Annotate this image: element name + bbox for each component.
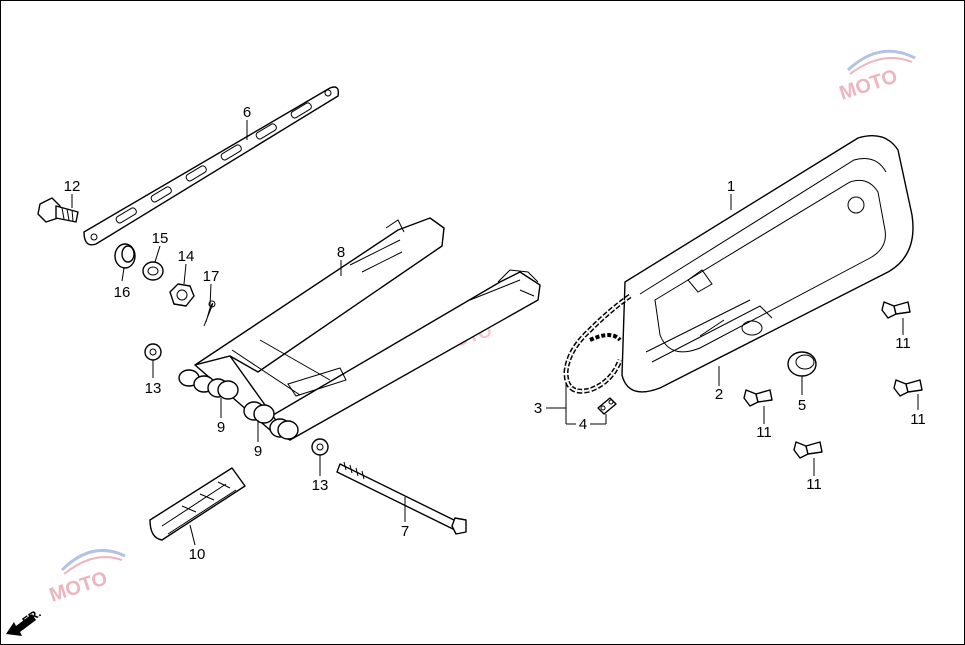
flange-bolt-12 [37,197,79,223]
callout-12: 12 [64,178,81,195]
callout-13-left: 13 [145,380,162,397]
callout-6: 6 [243,104,251,121]
callout-11-c: 11 [910,411,926,428]
bolt-11-d [793,441,823,459]
callout-3: 3 [534,400,542,417]
callout-11-d: 11 [806,476,822,493]
callout-15: 15 [152,230,169,247]
bolt-11-a [881,301,911,319]
cotter-pin-17 [203,300,216,327]
drive-chain [563,293,632,394]
washer-13-right [311,438,329,456]
washer-15 [142,261,164,281]
watermark-logo-bottom: MOTO [47,548,126,607]
callout-9-right: 9 [254,443,262,460]
callout-labels: 6 12 15 16 14 17 13 8 9 9 13 7 10 1 2 3 … [64,104,926,563]
callout-9-left: 9 [217,419,225,436]
pivot-bolt-7 [336,461,467,535]
collar-16 [114,243,136,269]
master-link-4 [597,397,617,415]
leader-lines [71,120,919,546]
chain-case [621,135,914,393]
callout-8: 8 [337,244,345,261]
front-direction-arrow: FR. [6,606,44,636]
callout-1: 1 [727,178,735,195]
washer-13-left [144,343,162,361]
bushing-9-left [207,378,239,400]
callout-7: 7 [401,523,409,540]
callout-17: 17 [203,268,220,285]
chain-slider-10 [149,467,246,541]
callout-2: 2 [715,386,723,403]
bushing-9-right [243,401,299,440]
watermark-logo-top: MOTO [837,49,916,105]
callout-16: 16 [114,284,131,301]
callout-5: 5 [798,397,806,414]
callout-10: 10 [189,546,206,563]
svg-text:MOTO: MOTO [47,567,111,606]
callout-11-a: 11 [895,335,911,352]
callout-13-right: 13 [312,477,329,494]
cap-5 [787,351,817,377]
bolt-11-b [743,389,773,407]
bolt-11-c [893,379,923,397]
chain-case-lower [645,299,773,363]
callout-14: 14 [178,248,195,265]
nut-14 [169,283,195,307]
swingarm [178,217,541,441]
callout-11-b: 11 [756,424,772,441]
svg-text:MOTO: MOTO [837,65,901,104]
callout-4: 4 [579,416,587,433]
chain-guide-strap [83,86,340,246]
